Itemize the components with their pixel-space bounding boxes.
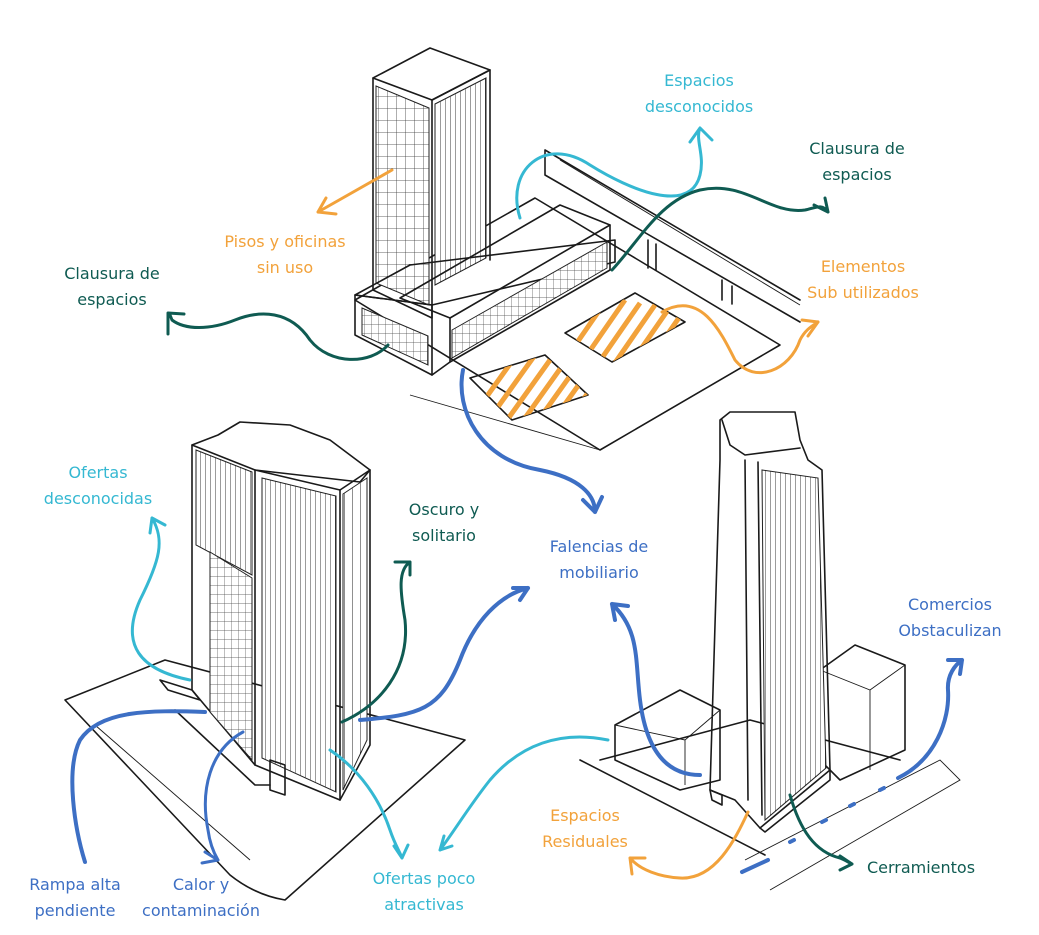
left-tower bbox=[64, 421, 466, 901]
label-comercios: Comercios Obstaculizan bbox=[898, 595, 1002, 640]
label-ofertas-desconocidas: Ofertas desconocidas bbox=[43, 463, 153, 508]
arrow-clausura-top bbox=[610, 186, 830, 272]
label-clausura-top: Clausura de espacios bbox=[809, 139, 905, 184]
label-elementos: Elementos Sub utilizados bbox=[807, 257, 919, 302]
label-calor: Calor y contaminación bbox=[142, 875, 260, 920]
arrow-espacios-residuales bbox=[628, 810, 750, 880]
right-tower bbox=[579, 411, 961, 891]
label-cerramientos: Cerramientos bbox=[866, 858, 976, 877]
arrow-ofertas-desconocidas bbox=[130, 516, 192, 682]
label-oscuro: Oscuro y solitario bbox=[408, 500, 480, 545]
arrow-ofertas-poco-2 bbox=[438, 735, 610, 852]
arrow-falencias-3 bbox=[610, 602, 702, 777]
arrow-elementos bbox=[660, 304, 820, 375]
arrow-falencias-2 bbox=[358, 586, 530, 722]
label-espacios-desconocidos: Espacios desconocidos bbox=[644, 71, 754, 116]
label-rampa: Rampa alta pendiente bbox=[29, 875, 121, 920]
arrow-cerramientos bbox=[788, 793, 854, 872]
label-pisos-oficinas: Pisos y oficinas sin uso bbox=[224, 232, 346, 277]
label-clausura-left: Clausura de espacios bbox=[64, 264, 160, 309]
label-espacios-residuales: Espacios Residuales bbox=[542, 806, 628, 851]
label-falencias: Falencias de mobiliario bbox=[549, 537, 649, 582]
label-ofertas-poco: Ofertas poco atractivas bbox=[372, 869, 476, 914]
arrow-oscuro bbox=[340, 560, 412, 724]
arrow-espacios-desconocidos bbox=[515, 126, 714, 220]
arrow-pisos-oficinas bbox=[316, 168, 394, 216]
arrow-calor bbox=[200, 730, 245, 865]
arrow-clausura-left bbox=[166, 311, 390, 361]
arrow-rampa bbox=[70, 709, 207, 864]
arrow-falencias-1 bbox=[459, 368, 604, 514]
arrow-ofertas-poco-1 bbox=[328, 748, 410, 860]
arrow-comercios bbox=[896, 658, 964, 780]
